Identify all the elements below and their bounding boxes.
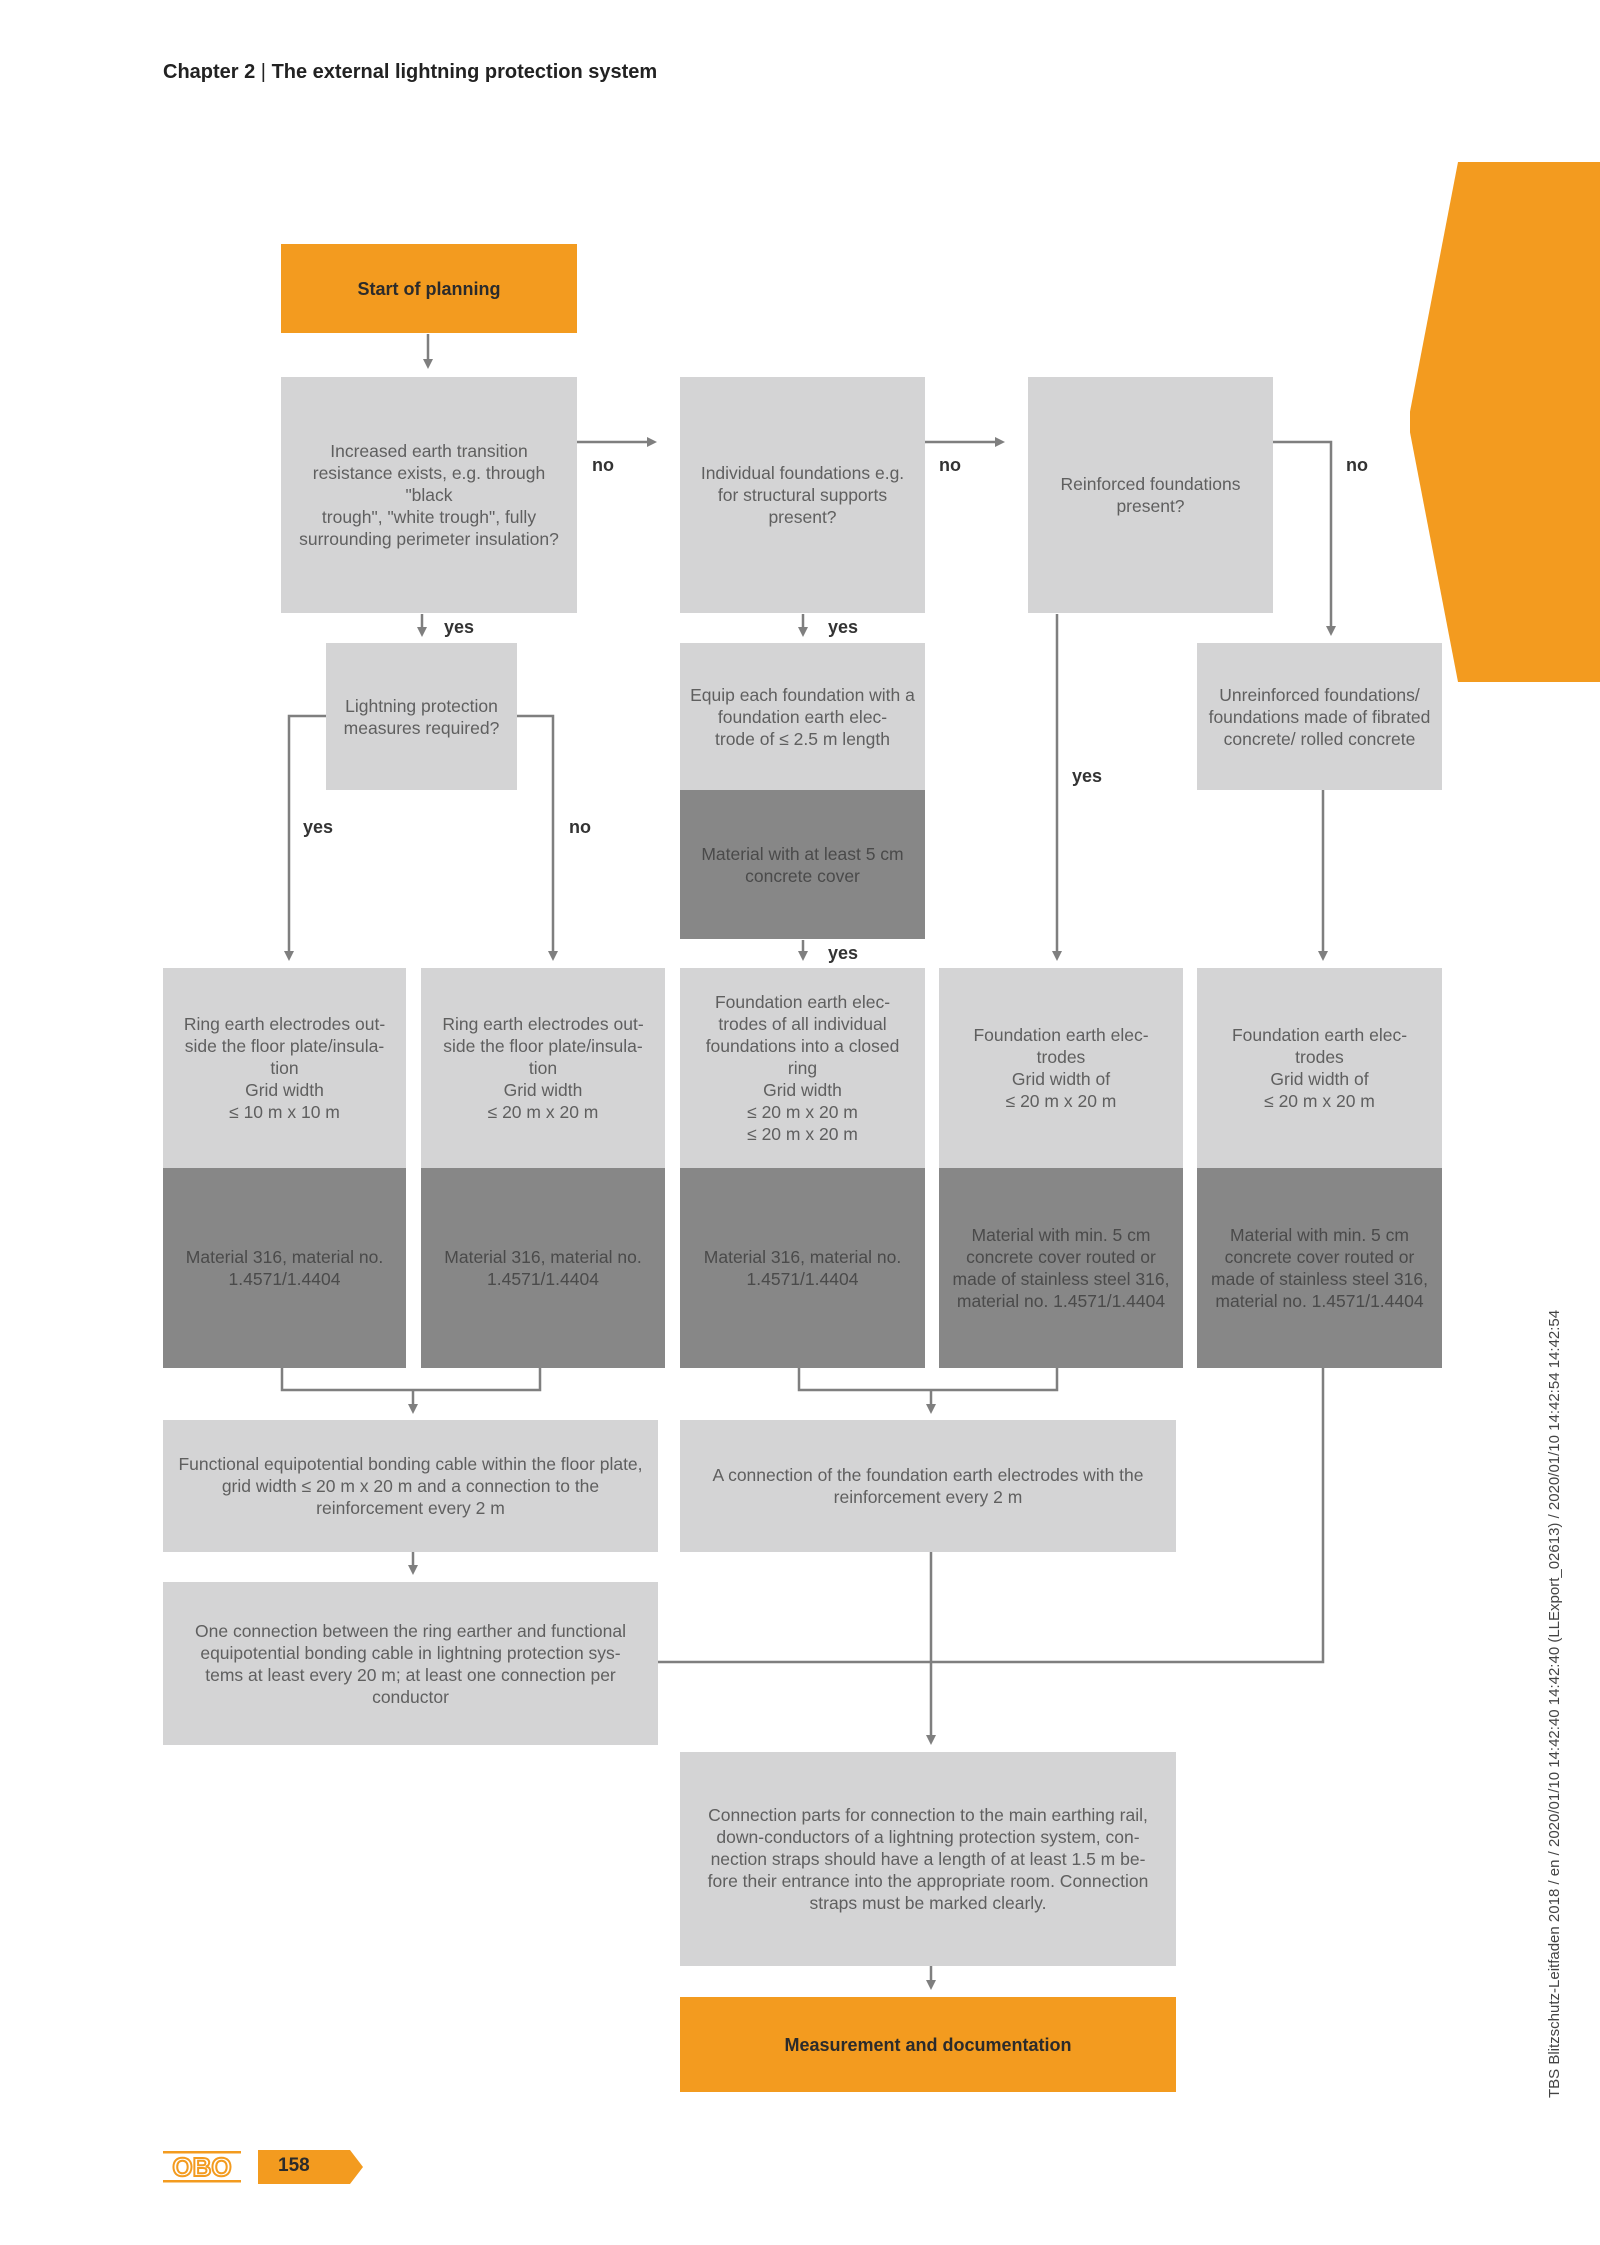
label-yes-1: yes xyxy=(444,617,475,637)
label-yes-4: yes xyxy=(303,817,334,837)
chapter-side-tab xyxy=(1410,162,1600,682)
merge-left xyxy=(280,1368,542,1392)
arrow-lp-no xyxy=(517,714,558,961)
ring-electrodes-20-text: Ring earth electrodes out- side the floo… xyxy=(442,1014,644,1122)
measurement-text: Measurement and documentation xyxy=(784,2034,1072,2055)
header-separator: | xyxy=(255,61,272,83)
page-number-badge xyxy=(258,2150,363,2184)
foundation-grid-b-text: Foundation earth elec- trodes Grid width… xyxy=(1231,1025,1408,1111)
chapter-title: The external lightning protection system xyxy=(271,61,658,83)
material-316-c-text: Material 316, material no. 1.4571/1.4404 xyxy=(703,1247,902,1289)
foundation-grid-a: Foundation earth elec- trodes Grid width… xyxy=(939,968,1183,1168)
question-earth-resistance-text: Increased earth transition resistance ex… xyxy=(299,441,559,549)
ring-connection-box: One connection between the ring earther … xyxy=(163,1582,658,1745)
question-lightning-measures: Lightning protection measures required? xyxy=(326,643,517,790)
connection-foundation-box: A connection of the foundation earth ele… xyxy=(680,1420,1176,1552)
ring-electrodes-10-text: Ring earth electrodes out- side the floo… xyxy=(183,1014,386,1122)
material-316-b-text: Material 316, material no. 1.4571/1.4404 xyxy=(444,1247,642,1289)
material-5cm-box: Material with at least 5 cm concrete cov… xyxy=(680,790,925,939)
label-no-1: no xyxy=(592,455,614,475)
question-individual-foundations: Individual foundations e.g. for structur… xyxy=(680,377,925,613)
material-min5-b: Material with min. 5 cm concrete cover r… xyxy=(1197,1168,1442,1368)
line-right-column xyxy=(931,1368,1325,1664)
equip-each-foundation: Equip each foundation with a foundation … xyxy=(680,643,925,790)
connection-parts-text: Connection parts for connection to the m… xyxy=(707,1805,1149,1913)
obo-logo: OBO xyxy=(163,2151,241,2183)
material-316-b: Material 316, material no. 1.4571/1.4404 xyxy=(421,1168,665,1368)
question-earth-resistance: Increased earth transition resistance ex… xyxy=(281,377,577,613)
start-box: Start of planning xyxy=(281,244,577,333)
unreinforced-foundations: Unreinforced foundations/ foundations ma… xyxy=(1197,643,1442,790)
material-5cm-text: Material with at least 5 cm concrete cov… xyxy=(701,843,904,886)
label-no-3: no xyxy=(1346,455,1368,475)
material-min5-a: Material with min. 5 cm concrete cover r… xyxy=(939,1168,1183,1368)
equip-each-foundation-text: Equip each foundation with a foundation … xyxy=(690,684,915,749)
document-meta-sidebar: TBS Blitzschutz-Leitfaden 2018 / en / 20… xyxy=(1546,1309,1563,2098)
question-reinforced-text: Reinforced foundations present? xyxy=(1060,474,1241,516)
label-no-4: no xyxy=(569,817,591,837)
merge-middle xyxy=(797,1368,1059,1392)
closed-ring-text: Foundation earth elec- trodes of all ind… xyxy=(705,992,900,1144)
functional-bonding-box: Functional equipotential bonding cable w… xyxy=(163,1420,658,1552)
foundation-grid-a-text: Foundation earth elec- trodes Grid width… xyxy=(973,1025,1149,1111)
material-min5-a-text: Material with min. 5 cm concrete cover r… xyxy=(952,1225,1170,1311)
logo-text: OBO xyxy=(172,2152,231,2182)
question-lightning-measures-text: Lightning protection measures required? xyxy=(343,695,500,738)
ring-electrodes-10: Ring earth electrodes out- side the floo… xyxy=(163,968,406,1168)
label-yes-5: yes xyxy=(828,943,859,963)
page-number: 158 xyxy=(278,2155,310,2176)
chapter-number: Chapter 2 xyxy=(163,61,256,83)
question-individual-foundations-text: Individual foundations e.g. for structur… xyxy=(700,463,905,527)
arrow-q3-no xyxy=(1273,440,1336,636)
closed-ring-box: Foundation earth elec- trodes of all ind… xyxy=(680,968,925,1168)
functional-bonding-text: Functional equipotential bonding cable w… xyxy=(178,1454,643,1518)
unreinforced-foundations-text: Unreinforced foundations/ foundations ma… xyxy=(1208,684,1431,749)
material-min5-b-text: Material with min. 5 cm concrete cover r… xyxy=(1211,1225,1428,1311)
connection-parts-box: Connection parts for connection to the m… xyxy=(680,1752,1176,1966)
arrow-lp-yes xyxy=(284,714,326,961)
material-316-a: Material 316, material no. 1.4571/1.4404 xyxy=(163,1168,406,1368)
label-yes-3: yes xyxy=(1072,766,1103,786)
material-316-c: Material 316, material no. 1.4571/1.4404 xyxy=(680,1168,925,1368)
material-316-a-text: Material 316, material no. 1.4571/1.4404 xyxy=(185,1247,384,1289)
start-text: Start of planning xyxy=(357,278,501,299)
question-reinforced: Reinforced foundations present? xyxy=(1028,377,1273,613)
chapter-header: Chapter 2 | The external lightning prote… xyxy=(163,61,657,84)
ring-connection-text: One connection between the ring earther … xyxy=(195,1620,626,1707)
measurement-box: Measurement and documentation xyxy=(680,1997,1176,2092)
connection-foundation-text: A connection of the foundation earth ele… xyxy=(712,1465,1144,1507)
label-no-2: no xyxy=(939,455,961,475)
label-yes-2: yes xyxy=(828,617,859,637)
ring-electrodes-20: Ring earth electrodes out- side the floo… xyxy=(421,968,665,1168)
foundation-grid-b: Foundation earth elec- trodes Grid width… xyxy=(1197,968,1442,1168)
